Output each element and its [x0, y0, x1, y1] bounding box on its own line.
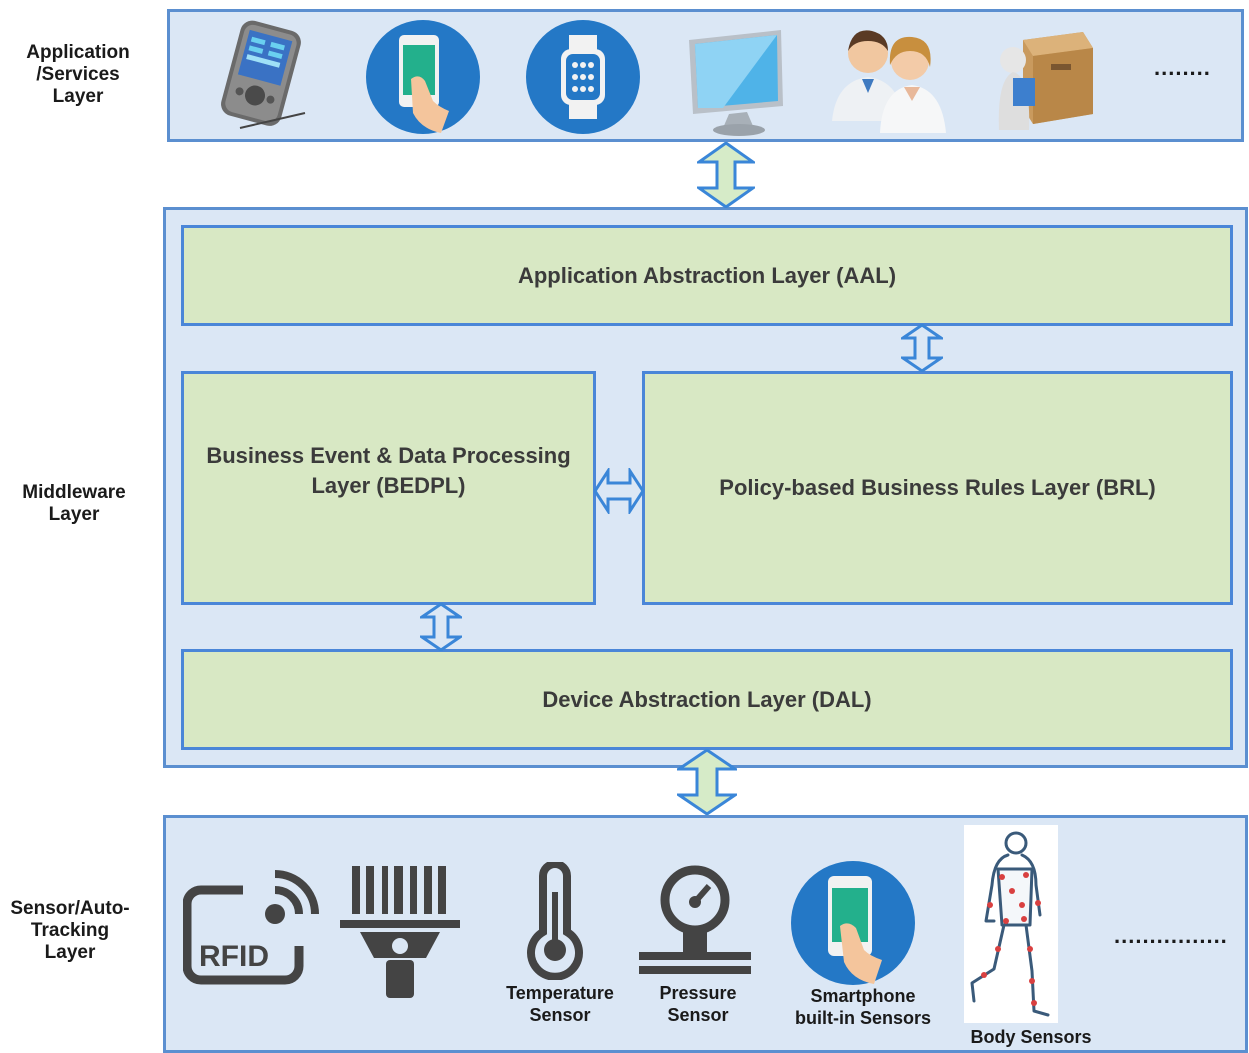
delivery-box-icon [993, 20, 1097, 132]
body-figure-icon [964, 825, 1058, 1023]
middleware-layer-label: Middleware Layer [22, 482, 126, 525]
double-arrow-aal-brl [901, 324, 943, 372]
double-arrow-app-middleware [697, 142, 755, 208]
smartphone-sensor-icon [790, 860, 916, 986]
double-arrow-bedpl-brl [594, 468, 644, 514]
more-sensors-ellipsis: ................ [1114, 923, 1228, 948]
business-rules-layer: Policy-based Business Rules Layer (BRL) [642, 371, 1233, 605]
device-abstraction-layer: Device Abstraction Layer (DAL) [181, 649, 1233, 750]
pressure-gauge-icon [635, 862, 755, 980]
application-layer-label: Application /Services Layer [26, 42, 130, 107]
double-arrow-bedpl-dal [420, 603, 462, 651]
sensor-layer-label: Sensor/Auto- Tracking Layer [10, 898, 130, 963]
application-abstraction-layer: Application Abstraction Layer (AAL) [181, 225, 1233, 326]
pda-icon [205, 18, 315, 136]
monitor-icon [683, 22, 793, 138]
smartphone-sensor-label: Smartphone built-in Sensors [794, 986, 931, 1028]
more-applications-ellipsis: ........ [1154, 55, 1211, 80]
pressure-sensor-label: Pressure Sensor [659, 983, 737, 1025]
smartwatch-icon [525, 19, 641, 135]
doctors-icon [828, 21, 950, 133]
svg-text:RFID: RFID [199, 940, 269, 973]
thermometer-icon [515, 862, 595, 980]
barcode-scanner-icon [338, 864, 466, 1000]
smartphone-icon [365, 19, 481, 135]
business-event-data-processing-layer: Business Event & Data Processing Layer (… [181, 371, 596, 605]
double-arrow-middleware-sensor [677, 749, 737, 815]
temperature-sensor-label: Temperature Sensor [506, 983, 614, 1025]
rfid-icon: RFID [183, 868, 325, 986]
body-sensors-label: Body Sensors [970, 1027, 1092, 1047]
